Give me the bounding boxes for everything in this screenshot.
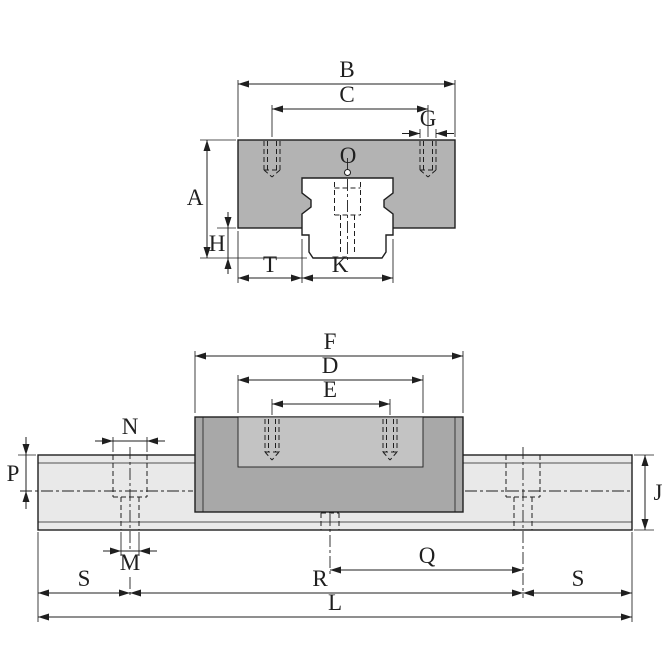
carriage-tapped-hole-left	[264, 419, 280, 461]
dim-B-label: B	[339, 57, 354, 82]
dim-L: L	[38, 590, 632, 621]
dim-F-extension-lines	[194, 351, 464, 413]
carriage-top-face	[237, 416, 424, 468]
dim-J-extension-lines	[634, 454, 654, 531]
dim-A: A	[187, 139, 307, 259]
dim-E-label: E	[323, 377, 337, 402]
dim-T-label: T	[263, 252, 277, 277]
dim-F: F	[194, 329, 464, 413]
dim-N-label: N	[122, 414, 139, 439]
tapped-hole-left-hidden-lines	[263, 141, 281, 178]
dim-H-label: H	[209, 231, 226, 256]
dim-M: M	[103, 532, 157, 575]
dim-M-label: M	[120, 550, 140, 575]
dim-L-label: L	[328, 590, 342, 615]
dim-D-label: D	[322, 353, 339, 378]
carriage-tapped-hole-right	[382, 419, 398, 461]
dim-O-label: O	[340, 143, 357, 168]
rail-hole-center-hidden-lines	[320, 512, 340, 530]
dim-T-K: T K	[237, 231, 394, 283]
dim-B-extension-lines	[237, 80, 456, 137]
dim-E: E	[271, 377, 391, 415]
dim-P: P	[7, 437, 36, 509]
dim-G-label: G	[420, 106, 437, 131]
dim-J: J	[634, 454, 663, 531]
dim-D: D	[237, 353, 424, 413]
lubrication-port	[344, 169, 351, 176]
dim-Q: Q	[330, 543, 523, 574]
dim-K-label: K	[332, 252, 349, 277]
dim-A-label: A	[187, 185, 204, 210]
dim-S-R-S: S R S	[37, 532, 633, 622]
dim-C-label: C	[339, 82, 354, 107]
dim-SRL-extension-lines	[37, 532, 633, 622]
side-view: F D E N P	[7, 329, 663, 622]
dim-J-label: J	[654, 480, 663, 505]
dim-Q-label: Q	[419, 543, 436, 568]
dim-F-label: F	[324, 329, 337, 354]
carriage-end-caps	[202, 417, 456, 512]
dim-C: C	[271, 82, 429, 137]
dim-R-label: R	[312, 566, 328, 591]
dim-S-right-label: S	[572, 566, 585, 591]
dim-G: G	[402, 106, 454, 138]
dim-N: N	[95, 414, 165, 452]
dim-B: B	[237, 57, 456, 137]
dim-C-extension-lines	[271, 105, 429, 137]
dim-P-label: P	[7, 461, 20, 486]
end-view: B C G A H	[187, 57, 456, 283]
dim-S-left-label: S	[78, 566, 91, 591]
tapped-hole-right-hidden-lines	[419, 141, 437, 178]
dim-H: H	[209, 212, 236, 274]
